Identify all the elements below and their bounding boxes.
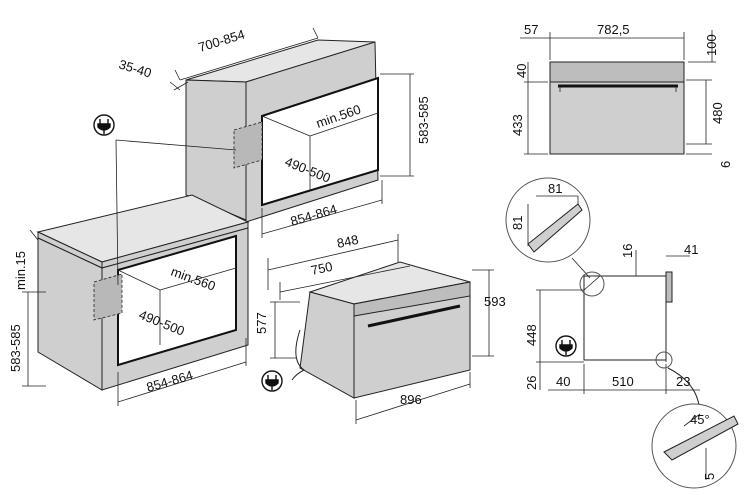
dim-848: 848: [336, 232, 360, 251]
dim-896: 896: [400, 392, 422, 407]
dim-433: 433: [510, 114, 525, 136]
dim-16: 16: [620, 244, 635, 258]
oven-iso: [291, 261, 471, 399]
dim-510: 510: [612, 374, 634, 389]
dim-782-5: 782,5: [597, 22, 630, 37]
oven-dimensions: 848 750 577 593 896: [254, 232, 506, 424]
dim-35-40: 35-40: [117, 57, 153, 81]
dim-750: 750: [310, 259, 334, 278]
dim-40-side: 40: [556, 374, 570, 389]
dim-593: 593: [484, 294, 506, 309]
dim-41: 41: [684, 242, 698, 257]
dim-45-degree: 45°: [690, 412, 710, 427]
dim-5: 5: [702, 473, 717, 480]
dim-40-front: 40: [514, 64, 529, 78]
dim-583-585-upper: 583-585: [416, 96, 431, 144]
dim-480: 480: [710, 102, 725, 124]
dim-577: 577: [254, 312, 269, 334]
side-plug-icon: [555, 335, 577, 357]
upper-cabinet: [185, 39, 379, 223]
dim-81-h: 81: [510, 216, 525, 230]
corner-detail: 81 81: [505, 177, 605, 297]
dim-100: 100: [704, 34, 719, 56]
bottom-detail: 45° 5: [651, 351, 739, 489]
front-view-dimensions: 57 782,5 100 40 433 480 6: [510, 22, 733, 168]
dim-583-585-lower: 583-585: [8, 324, 23, 372]
dim-448: 448: [524, 324, 539, 346]
side-view-dimensions: 16 41 448 26 40 510 23: [524, 242, 700, 394]
dim-81-w: 81: [548, 181, 562, 196]
dim-6: 6: [718, 161, 733, 168]
dim-23: 23: [676, 374, 690, 389]
oven-plug-icon: [261, 370, 283, 392]
dim-min15: min.15: [13, 251, 28, 290]
lower-cabinet: [36, 194, 250, 391]
oven-front-view: [549, 61, 685, 155]
plug-icon: [93, 114, 115, 136]
dim-26: 26: [524, 376, 539, 390]
oven-side-view: [583, 271, 673, 362]
dim-700-854: 700-854: [196, 27, 246, 55]
dim-57: 57: [524, 22, 538, 37]
